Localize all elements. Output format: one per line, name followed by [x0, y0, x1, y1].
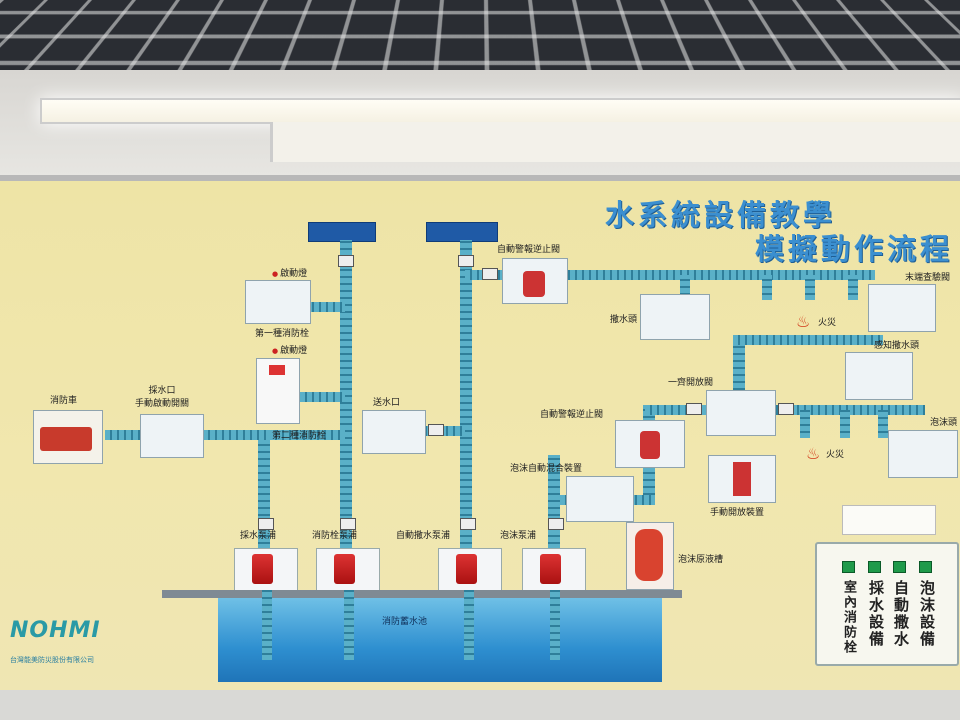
- control-legend-panel: 泡沫設備 自動撒水 採水設備 室內消防栓: [815, 542, 959, 666]
- label-pump-sprinkler: 自動撒水泵浦: [396, 528, 450, 541]
- valve-icon: [338, 255, 354, 267]
- fire-truck-image: [33, 410, 103, 464]
- label-start-light-1: 啟動燈: [272, 266, 307, 279]
- led-indicator: [842, 561, 855, 573]
- label-foam-tank: 泡沫原液槽: [678, 552, 723, 565]
- pipe-drop: [762, 275, 772, 300]
- label-hydrant-2: 第二種消防栓: [272, 428, 326, 441]
- label-pump-hydrant: 消防栓泵浦: [312, 528, 357, 541]
- pipe-drop: [805, 275, 815, 300]
- label-pump-intake: 採水泵浦: [240, 528, 276, 541]
- pump-sprinkler-image: [438, 548, 502, 592]
- label-foam-mixer: 泡沫自動混合裝置: [510, 461, 582, 474]
- label-inlet: 送水口: [373, 395, 400, 408]
- pipe-drop: [878, 410, 888, 438]
- valve-icon: [548, 518, 564, 530]
- pipe-suction: [262, 590, 272, 660]
- foam-mixer-image: [566, 476, 634, 522]
- led-indicator: [893, 561, 906, 573]
- pipe-suction: [464, 590, 474, 660]
- label-deluge-valve: 一齊開放閥: [668, 375, 713, 388]
- sprinkler-head-image: [640, 294, 710, 340]
- label-fire-2: 火災: [826, 447, 844, 460]
- label-end-test-valve: 末端查驗閥: [905, 270, 950, 283]
- fire-icon: ♨: [806, 444, 820, 463]
- label-detector-sprinkler: 感知撒水頭: [874, 338, 919, 351]
- legend-intake: 採水設備: [866, 580, 887, 648]
- label-intake-valve: 採水口 手動啟動開關: [135, 383, 189, 409]
- label-fire-truck: 消防車: [50, 393, 77, 406]
- legend-foam: 泡沫設備: [917, 580, 938, 648]
- label-sprinkler-head: 撒水頭: [610, 312, 637, 325]
- pipe-suction: [344, 590, 354, 660]
- fire-icon: ♨: [796, 312, 810, 331]
- company-name: 台灣能美防災股份有限公司: [10, 655, 94, 665]
- label-alarm-check-valve-top: 自動警報逆止閥: [497, 242, 560, 255]
- end-test-valve-image: [868, 284, 936, 332]
- pipe-drop: [800, 410, 810, 438]
- led-indicator: [919, 561, 932, 573]
- deluge-valve-image: [706, 390, 776, 436]
- valve-icon: [686, 403, 702, 415]
- hydrant-1-image: [245, 280, 311, 324]
- pump-foam-image: [522, 548, 586, 592]
- intake-valve-image: [140, 414, 204, 458]
- alarm-check-valve-top: [502, 258, 568, 304]
- board-title-line2: 模擬動作流程: [755, 226, 953, 268]
- foam-tank-image: [626, 522, 674, 590]
- manual-open-device-image: [708, 455, 776, 503]
- nohmi-logo: NOHMI: [10, 618, 101, 643]
- pipe-suction: [550, 590, 560, 660]
- hydrant-2-cabinet: [256, 358, 300, 424]
- label-fire-1: 火災: [818, 315, 836, 328]
- label-foam-head: 泡沫頭: [930, 415, 957, 428]
- tank-rim: [162, 590, 682, 598]
- legend-sprinkler: 自動撒水: [891, 580, 912, 648]
- fire-water-tank: [218, 598, 662, 682]
- pipe-hydrant-1: [300, 392, 345, 402]
- valve-icon: [460, 518, 476, 530]
- pump-hydrant-image: [316, 548, 380, 592]
- alarm-check-valve-mid: [615, 420, 685, 468]
- pipe-drop: [840, 410, 850, 438]
- valve-icon: [428, 424, 444, 436]
- valve-icon: [778, 403, 794, 415]
- pipe-drop: [848, 275, 858, 300]
- foam-head-image: [888, 430, 958, 478]
- valve-icon: [458, 255, 474, 267]
- label-water-tank: 消防蓄水池: [382, 614, 427, 627]
- label-manual-open: 手動開放裝置: [710, 505, 764, 518]
- label-pump-foam: 泡沫泵浦: [500, 528, 536, 541]
- note-card: [842, 505, 936, 535]
- label-alarm-check-valve-mid: 自動警報逆止閥: [540, 407, 603, 420]
- detector-sprinkler-image: [845, 352, 913, 400]
- roof-tank-left: [308, 222, 376, 242]
- led-indicator: [868, 561, 881, 573]
- label-start-light-2: 啟動燈: [272, 343, 307, 356]
- pipe-detector-line: [733, 335, 883, 345]
- ceiling-light: [40, 98, 960, 124]
- wall-light-panel: [270, 122, 960, 162]
- roof-tank-right: [426, 222, 498, 242]
- pump-intake-image: [234, 548, 298, 592]
- legend-hydrant: 室內消防栓: [839, 580, 858, 655]
- floor: [0, 690, 960, 720]
- valve-icon: [482, 268, 498, 280]
- label-hydrant-1: 第一種消防栓: [255, 326, 309, 339]
- inlet-image: [362, 410, 426, 454]
